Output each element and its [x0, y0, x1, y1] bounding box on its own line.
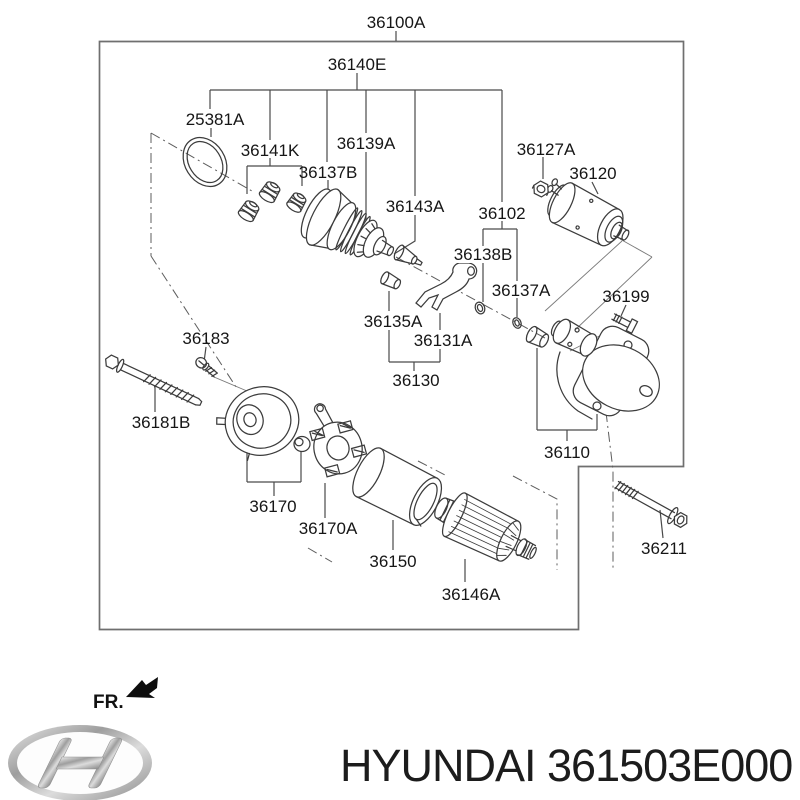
hyundai-logo — [8, 725, 152, 800]
brand-part-number-caption: HYUNDAI 361503E000 — [340, 740, 793, 791]
yoke-drawing — [352, 447, 443, 527]
rear-bushing-drawing — [293, 435, 311, 453]
pinion-shaft-drawing — [393, 244, 423, 266]
rear-bracket-drawing — [216, 386, 300, 462]
part-label-36131a[interactable]: 36131A — [414, 331, 473, 350]
part-label-36102[interactable]: 36102 — [478, 204, 525, 223]
bushing-drawing — [525, 325, 550, 348]
part-label-36137a[interactable]: 36137A — [492, 281, 551, 300]
part-label-36138b[interactable]: 36138B — [454, 245, 513, 264]
magnet-switch-drawing — [546, 178, 630, 247]
part-label-36170[interactable]: 36170 — [249, 497, 296, 516]
fr-direction-arrow-icon — [126, 677, 158, 698]
nut-drawing — [531, 180, 549, 198]
part-label-36120[interactable]: 36120 — [569, 164, 616, 183]
part-label-36181b[interactable]: 36181B — [132, 413, 191, 432]
bearing-drawing-1 — [237, 200, 260, 223]
mounting-bolt-drawing — [614, 480, 688, 529]
o-ring-drawing — [182, 136, 228, 188]
part-label-36199[interactable]: 36199 — [602, 287, 649, 306]
diagram-border-box — [98, 40, 685, 631]
lever-packing-drawing — [380, 271, 402, 290]
part-label-36135a[interactable]: 36135A — [364, 312, 423, 331]
label-backplate — [452, 246, 514, 263]
leader-lines — [154, 31, 664, 582]
part-label-36110[interactable]: 36110 — [544, 443, 590, 462]
part-label-36141k[interactable]: 36141K — [241, 141, 300, 160]
washer-drawing-36137a — [512, 317, 522, 329]
shift-lever-drawing — [415, 262, 478, 311]
bearing-drawing-3 — [286, 192, 307, 213]
clutch-pinion-drawing — [300, 188, 395, 258]
part-label-36183[interactable]: 36183 — [182, 329, 229, 348]
part-label-36143a[interactable]: 36143A — [386, 197, 445, 216]
part-label-36100a[interactable]: 36100A — [367, 13, 426, 32]
bearing-drawing-2 — [258, 181, 281, 204]
part-label-36140e[interactable]: 36140E — [328, 55, 387, 74]
part-label-36146a[interactable]: 36146A — [442, 585, 501, 604]
part-label-36170a[interactable]: 36170A — [299, 519, 358, 538]
part-label-36139a[interactable]: 36139A — [337, 134, 396, 153]
brush-holder-drawing — [309, 403, 368, 478]
screw-drawing — [195, 356, 218, 378]
through-bolt-drawing — [105, 354, 203, 406]
label-backplate — [490, 281, 552, 298]
washer-drawing-36138b — [474, 301, 486, 315]
switch-bolt-drawing — [611, 313, 639, 335]
front-bracket-drawing — [550, 318, 660, 420]
armature-drawing — [434, 492, 537, 562]
part-label-36150[interactable]: 36150 — [369, 552, 416, 571]
part-label-25381a[interactable]: 25381A — [186, 110, 245, 129]
front-direction-label: FR. — [93, 692, 124, 713]
part-label-36130[interactable]: 36130 — [392, 371, 439, 390]
part-label-36137b[interactable]: 36137B — [299, 163, 358, 182]
centerline-group — [150, 132, 614, 570]
part-label-36127a[interactable]: 36127A — [517, 140, 576, 159]
part-label-36211[interactable]: 36211 — [641, 539, 687, 558]
